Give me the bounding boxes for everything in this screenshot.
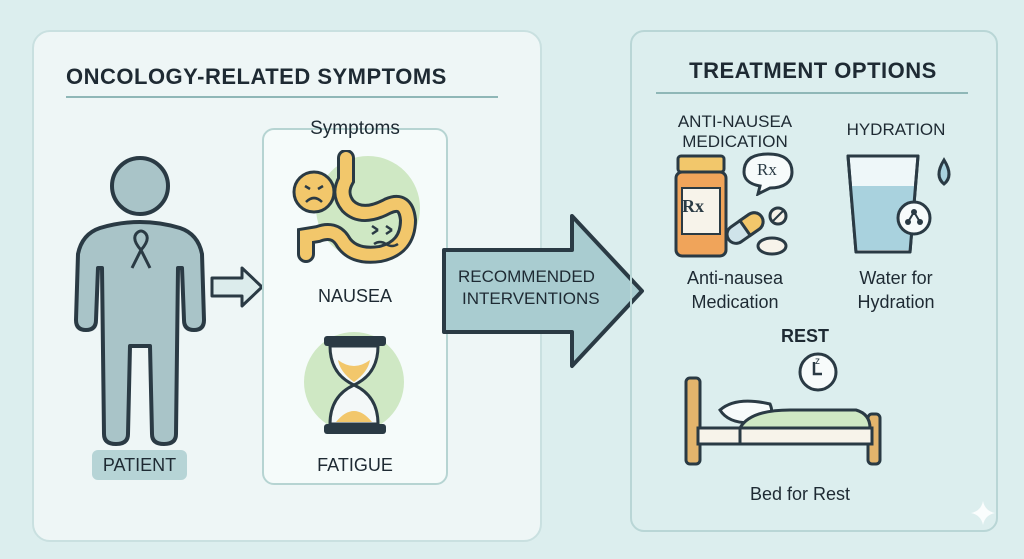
awareness-ribbon-icon xyxy=(130,229,152,269)
symptom-nausea-label: NAUSEA xyxy=(317,286,393,306)
sparkle-icon xyxy=(971,501,995,525)
symptoms-title-divider xyxy=(66,96,498,98)
arrow-text-line2: INTERVENTIONS xyxy=(462,289,600,308)
rest-heading: REST xyxy=(780,326,829,346)
treatment-panel-title: TREATMENT OPTIONS xyxy=(689,58,937,83)
big-arrow-right-icon xyxy=(442,214,644,368)
rx-speech-bubble-icon xyxy=(742,152,794,196)
medication-caption-line2: Medication xyxy=(691,292,779,312)
rx-bubble-text: Rx xyxy=(757,160,777,179)
fatigue-hourglass-icon xyxy=(304,332,404,434)
medication-heading-line2: MEDICATION xyxy=(682,132,788,151)
medication-heading-line1: ANTI-NAUSEA xyxy=(677,112,793,131)
patient-figure-icon xyxy=(74,156,206,446)
hydration-caption-line2: Hydration xyxy=(857,292,935,312)
rest-caption: Bed for Rest xyxy=(749,484,851,504)
symptoms-panel-title: ONCOLOGY-RELATED SYMPTOMS xyxy=(66,64,447,89)
hydration-caption-line1: Water for xyxy=(859,268,933,288)
water-glass-icon xyxy=(846,154,951,254)
arrow-text-line1: RECOMMENDED xyxy=(458,267,595,286)
rx-label: Rx xyxy=(682,196,704,216)
symptom-fatigue-label: FATIGUE xyxy=(317,455,393,475)
patient-label: PATIENT xyxy=(92,450,187,480)
bed-icon xyxy=(684,376,882,466)
treatment-panel xyxy=(630,30,998,532)
pill-bottle-icon xyxy=(674,154,788,258)
clock-z-text: z xyxy=(815,356,820,367)
treatment-title-divider xyxy=(656,92,968,94)
clock-icon xyxy=(798,352,838,392)
arrow-right-icon xyxy=(210,266,264,308)
nausea-stomach-icon xyxy=(292,150,420,264)
hydration-heading: HYDRATION xyxy=(846,120,946,139)
symptoms-box-title: Symptoms xyxy=(310,118,400,139)
medication-caption-line1: Anti-nausea xyxy=(686,268,784,288)
